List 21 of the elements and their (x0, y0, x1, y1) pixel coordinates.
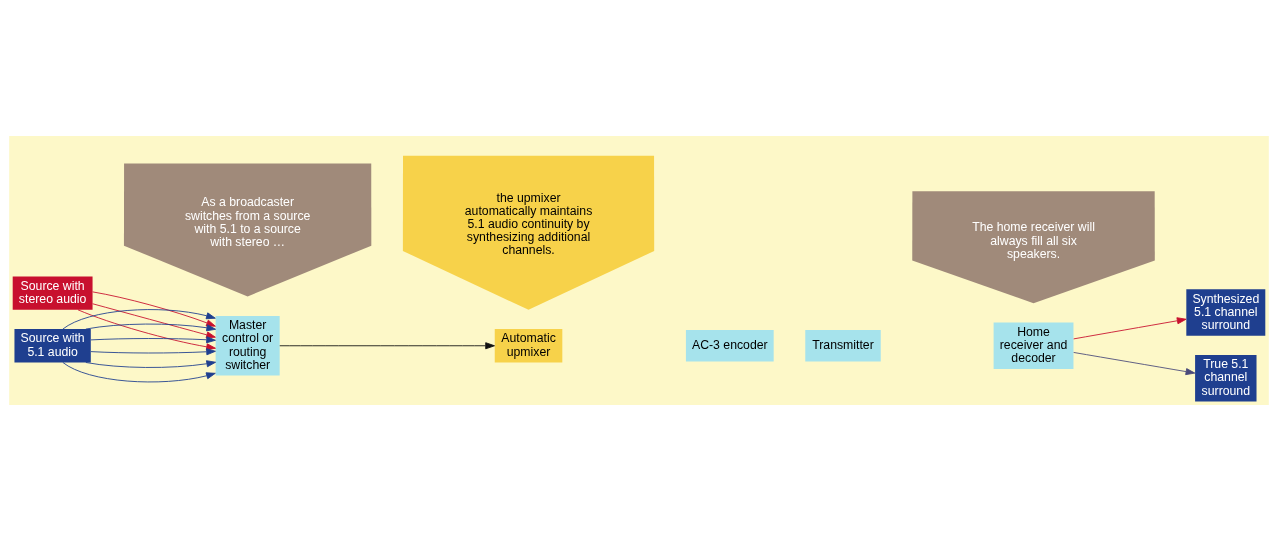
node-box: Source with stereo audio (12, 275, 93, 310)
node-box: Source with 5.1 audio (14, 328, 91, 362)
arrow (90, 347, 216, 355)
arrow (279, 341, 495, 349)
arrow (1073, 316, 1187, 339)
arrow (62, 308, 216, 330)
node-box: AC-3 encoder (685, 329, 774, 362)
node-box: True 5.1 channel surround (1195, 354, 1257, 401)
arrow (85, 323, 217, 331)
node-box: Automatic upmixer (494, 328, 563, 362)
arrow (1073, 351, 1196, 375)
arrow (90, 335, 216, 343)
arrow (92, 302, 216, 338)
arrow (92, 290, 216, 327)
node-box: Master control or routing switcher (215, 315, 280, 376)
node-box: Home receiver and decoder (993, 322, 1074, 369)
arrow (77, 308, 216, 350)
arrow (62, 361, 216, 382)
node-box: Transmitter (805, 329, 881, 362)
node-box: Synthesized 5.1 channel surround (1186, 288, 1266, 336)
arrow (85, 359, 217, 368)
